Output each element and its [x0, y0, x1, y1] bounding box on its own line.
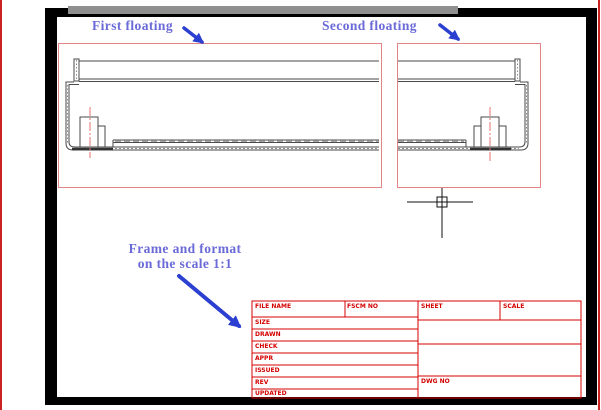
left-edge-red-line — [0, 0, 2, 410]
label-frame-note-line2: on the scale 1:1 — [137, 256, 233, 271]
titleblock-check: CHECK — [255, 343, 278, 350]
paper-border-right — [586, 8, 597, 405]
titleblock-drawn: DRAWN — [255, 331, 281, 338]
paper-border-bottom — [45, 397, 592, 405]
titleblock-file-name: FILE NAME — [255, 303, 292, 310]
right-edge-red-line — [598, 0, 600, 410]
viewport-2-border[interactable] — [397, 43, 541, 188]
titleblock-fscm-no: FSCM NO — [347, 303, 379, 310]
label-first-floating: First floating — [92, 18, 173, 33]
tray-section-left — [65, 58, 379, 158]
arrow-frame-note — [177, 274, 242, 328]
titleblock-scale: SCALE — [503, 303, 525, 310]
label-frame-note: Frame and format on the scale 1:1 — [110, 241, 260, 271]
titleblock-issued: ISSUED — [255, 367, 280, 374]
viewport-1-border[interactable] — [58, 43, 382, 188]
titleblock-updated: UPDATED — [255, 390, 287, 397]
titleblock-size: SIZE — [255, 319, 271, 326]
label-second-floating: Second floating — [322, 18, 417, 33]
crosshair-cursor — [407, 188, 473, 238]
titleblock-rev: REV — [255, 379, 269, 386]
title-block-grid — [251, 300, 582, 399]
label-frame-note-line1: Frame and format — [128, 241, 242, 256]
tray-section-right — [398, 58, 529, 163]
annotation-arrows — [177, 23, 461, 328]
arrow-first-floating — [182, 26, 205, 44]
titleblock-appr: APPR — [255, 355, 274, 362]
arrow-second-floating — [438, 23, 461, 41]
paper-border-left — [45, 8, 57, 405]
top-gray-bar — [68, 6, 458, 14]
titleblock-dwg-no: DWG NO — [421, 378, 450, 385]
titleblock-sheet: SHEET — [421, 303, 443, 310]
